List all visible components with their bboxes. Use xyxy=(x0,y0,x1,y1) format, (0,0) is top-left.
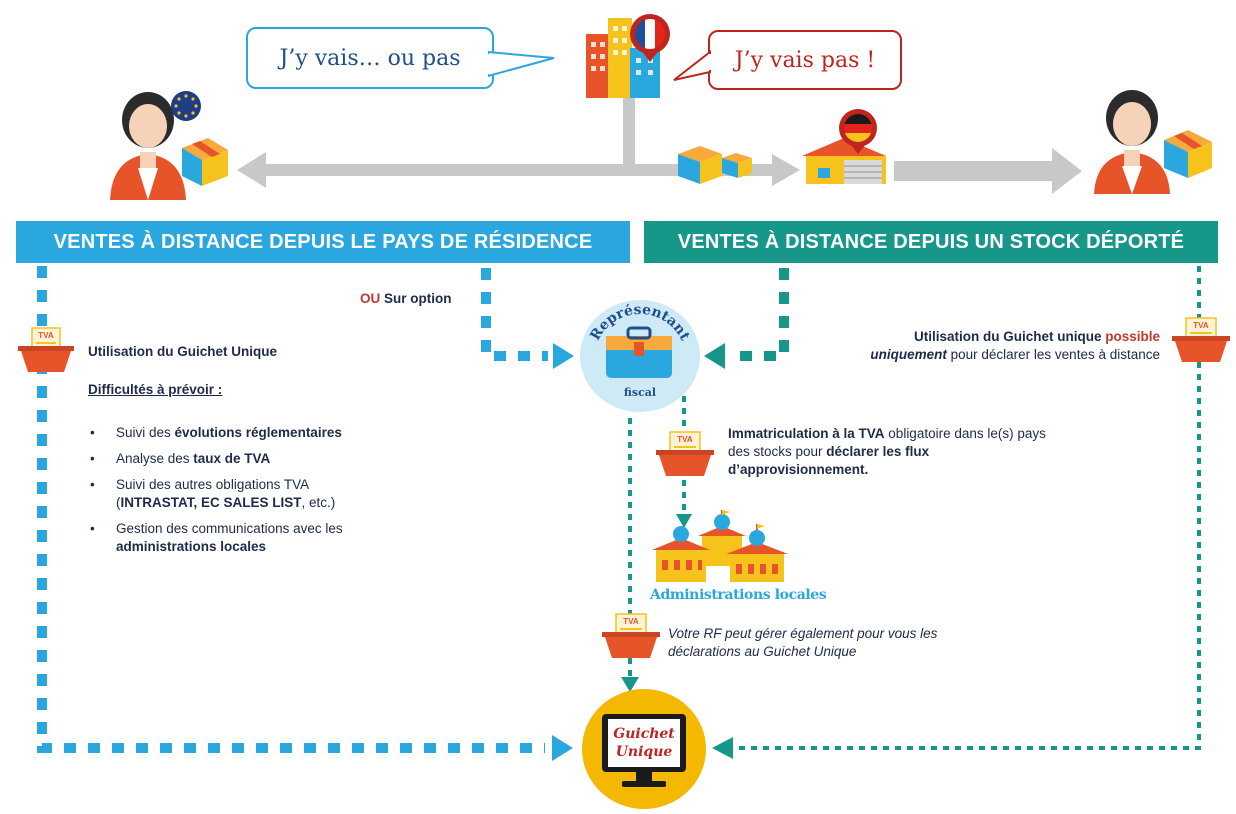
guichet-line2: Unique xyxy=(616,744,673,760)
option-dotted-path xyxy=(481,268,548,361)
bubble-right-tail xyxy=(673,49,712,81)
difficulties-list: Suivi des évolutions réglementaires Anal… xyxy=(88,424,360,564)
option-label: OU Sur option xyxy=(360,291,452,306)
representant-fiscal-badge: Représentant fiscal xyxy=(580,300,700,412)
difficulty-item: Suivi des évolutions réglementaires xyxy=(88,424,360,442)
representant-line2: fiscal xyxy=(624,386,656,399)
tva-label: TVA xyxy=(623,617,639,626)
guichet-line1: Guichet xyxy=(613,726,675,742)
left-guichet-label: Utilisation du Guichet Unique xyxy=(88,344,277,359)
tva-tray-icon: TVA xyxy=(1172,317,1230,362)
right-dotted-path xyxy=(738,266,1201,750)
tva-label: TVA xyxy=(677,435,693,444)
bubble-jy-vais-pas: J’y vais pas ! xyxy=(708,30,902,90)
woman-left-icon xyxy=(110,91,228,200)
woman-right-icon xyxy=(1094,90,1212,194)
grey-flow-arrows xyxy=(237,92,1082,194)
difficulty-item: Gestion des communications avec les admi… xyxy=(88,520,360,556)
immatriculation-text: Immatriculation à la TVA obligatoire dan… xyxy=(728,426,1046,477)
left-dotted-path xyxy=(37,266,545,753)
administrations-buildings-icon xyxy=(652,510,788,582)
right-guichet-text: Utilisation du Guichet unique possible u… xyxy=(870,329,1160,362)
difficulty-item: Suivi des autres obligations TVA (INTRAS… xyxy=(88,476,360,512)
administrations-label: Administrations locales xyxy=(650,587,827,603)
tva-tray-icon: TVA xyxy=(656,431,714,476)
tva-label: TVA xyxy=(1193,321,1209,330)
difficulty-item: Analyse des taux de TVA xyxy=(88,450,360,468)
votre-rf-text: Votre RF peut gérer également pour vous … xyxy=(668,626,938,659)
city-france-icon xyxy=(586,14,670,98)
stock-dotted-path xyxy=(728,268,789,361)
banner-stock-deporte: VENTES À DISTANCE DEPUIS UN STOCK DÉPORT… xyxy=(644,221,1218,263)
packages-icon xyxy=(678,146,752,184)
bubble-left-tail xyxy=(488,50,555,78)
warehouse-germany-icon xyxy=(802,109,886,184)
difficulties-title: Difficultés à prévoir : xyxy=(88,382,223,397)
guichet-unique-badge: Guichet Unique xyxy=(582,689,706,809)
tva-tray-icon: TVA xyxy=(602,613,660,658)
bubble-jy-vais-ou-pas: J’y vais… ou pas xyxy=(246,27,494,89)
tva-label: TVA xyxy=(38,331,54,340)
banner-pays-residence: VENTES À DISTANCE DEPUIS LE PAYS DE RÉSI… xyxy=(16,221,630,263)
tva-tray-icon: TVA xyxy=(18,327,74,372)
